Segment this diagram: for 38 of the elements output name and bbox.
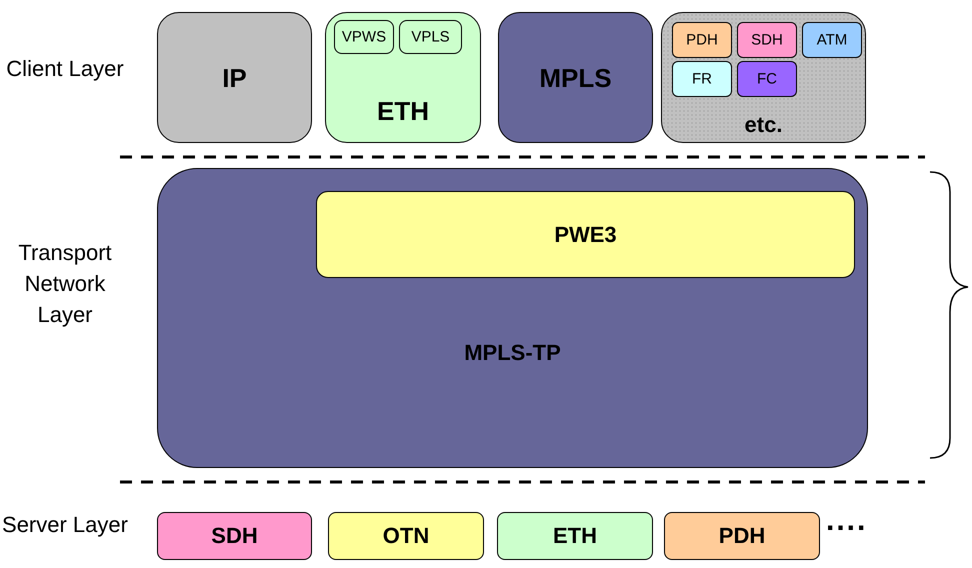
layer-label: Transport Network Layer bbox=[17, 239, 113, 329]
node-label: FC bbox=[756, 70, 778, 90]
node-label: SDH bbox=[750, 30, 784, 50]
ellipsis: .... bbox=[826, 505, 868, 536]
node-label: etc. bbox=[744, 111, 784, 139]
protocol-box bbox=[664, 512, 820, 560]
protocol-box bbox=[497, 512, 653, 560]
protocol-box bbox=[737, 61, 797, 97]
protocol-box bbox=[737, 22, 797, 58]
protocol-box bbox=[334, 20, 394, 54]
protocol-box bbox=[399, 20, 462, 54]
node-label: MPLS bbox=[538, 62, 613, 94]
layer-box bbox=[157, 12, 312, 143]
layer-box bbox=[316, 191, 855, 278]
layer-label: Client Layer bbox=[5, 55, 125, 83]
layer-label: Server Layer bbox=[1, 511, 129, 539]
node-label: PDH bbox=[685, 30, 719, 50]
node-label: SDH bbox=[210, 522, 259, 550]
node-label: ETH bbox=[376, 95, 430, 127]
layer-box bbox=[157, 168, 868, 468]
protocol-box bbox=[157, 512, 312, 560]
node-label: VPWS bbox=[340, 28, 388, 48]
layer-box bbox=[498, 12, 653, 143]
protocol-box bbox=[672, 61, 732, 97]
node-label: PWE3 bbox=[553, 220, 618, 248]
layer-box bbox=[661, 12, 866, 143]
protocol-box bbox=[328, 512, 484, 560]
layer-box bbox=[325, 12, 481, 143]
protocol-box bbox=[672, 22, 732, 58]
protocol-box bbox=[802, 22, 862, 58]
node-label: ATM bbox=[816, 30, 848, 50]
node-label: PDH bbox=[718, 522, 766, 550]
node-label: FR bbox=[691, 70, 713, 90]
node-label: ETH bbox=[552, 522, 598, 550]
node-label: IP bbox=[221, 62, 248, 94]
node-label: MPLS-TP bbox=[463, 339, 562, 367]
node-label: OTN bbox=[382, 522, 430, 550]
node-label: VPLS bbox=[410, 28, 451, 48]
